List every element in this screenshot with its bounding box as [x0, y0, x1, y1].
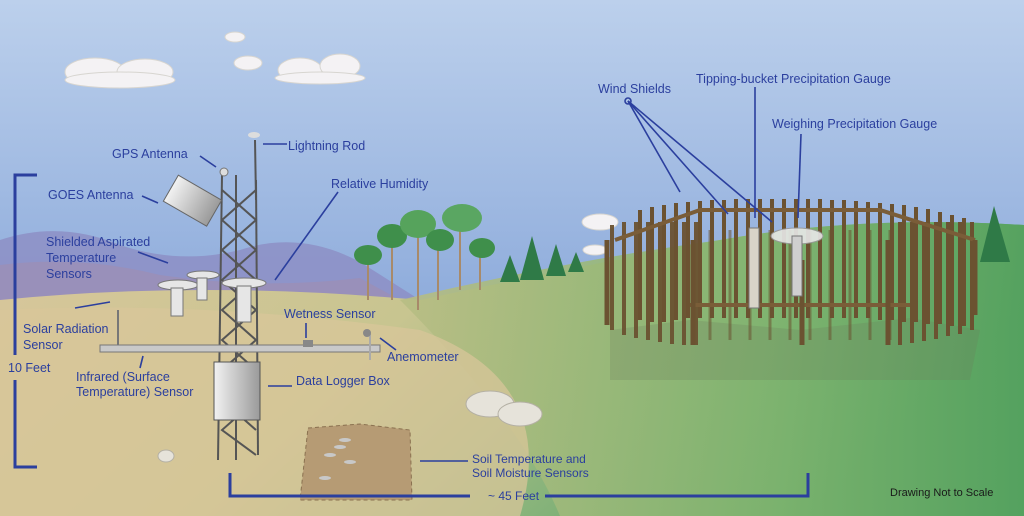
label-data-logger-box: Data Logger Box	[296, 374, 390, 388]
leader-lines	[74, 87, 802, 462]
label-forty-five-feet: ~ 45 Feet	[488, 489, 540, 503]
lightning-rod	[254, 139, 257, 201]
goes-antenna	[162, 174, 223, 227]
dimension-brackets	[13, 173, 810, 498]
clouds	[64, 31, 619, 256]
crossarm	[99, 344, 381, 353]
label-anemometer: Anemometer	[387, 350, 459, 364]
label-solar-radiation-sensor: Solar Radiation Sensor	[23, 322, 109, 352]
label-relative-humidity: Relative Humidity	[331, 177, 429, 191]
label-shielded-temperature-sensors: Shielded Aspirated Temperature Sensors	[46, 235, 151, 281]
label-lightning-rod: Lightning Rod	[288, 139, 366, 153]
data-logger-box	[213, 361, 261, 421]
label-ten-feet: 10 Feet	[8, 361, 51, 375]
scale-note: Drawing Not to Scale	[890, 487, 994, 499]
label-wind-shields: Wind Shields	[598, 82, 671, 96]
label-wetness-sensor: Wetness Sensor	[284, 307, 376, 321]
label-gps-antenna: GPS Antenna	[112, 147, 188, 161]
label-weighing-gauge: Weighing Precipitation Gauge	[772, 117, 938, 131]
wind-shield-fence	[604, 199, 980, 380]
gps-antenna	[219, 167, 229, 177]
tipping-bucket-gauge	[748, 227, 760, 309]
conifers	[500, 206, 1010, 282]
label-soil-sensors: Soil Temperature and Soil Moisture Senso…	[472, 452, 589, 480]
label-goes-antenna: GOES Antenna	[48, 188, 134, 202]
label-tipping-bucket-gauge: Tipping-bucket Precipitation Gauge	[696, 72, 891, 86]
radiation-shields	[157, 270, 267, 323]
rocks	[157, 390, 543, 463]
label-infrared-sensor: Infrared (Surface Temperature) Sensor	[76, 370, 194, 399]
